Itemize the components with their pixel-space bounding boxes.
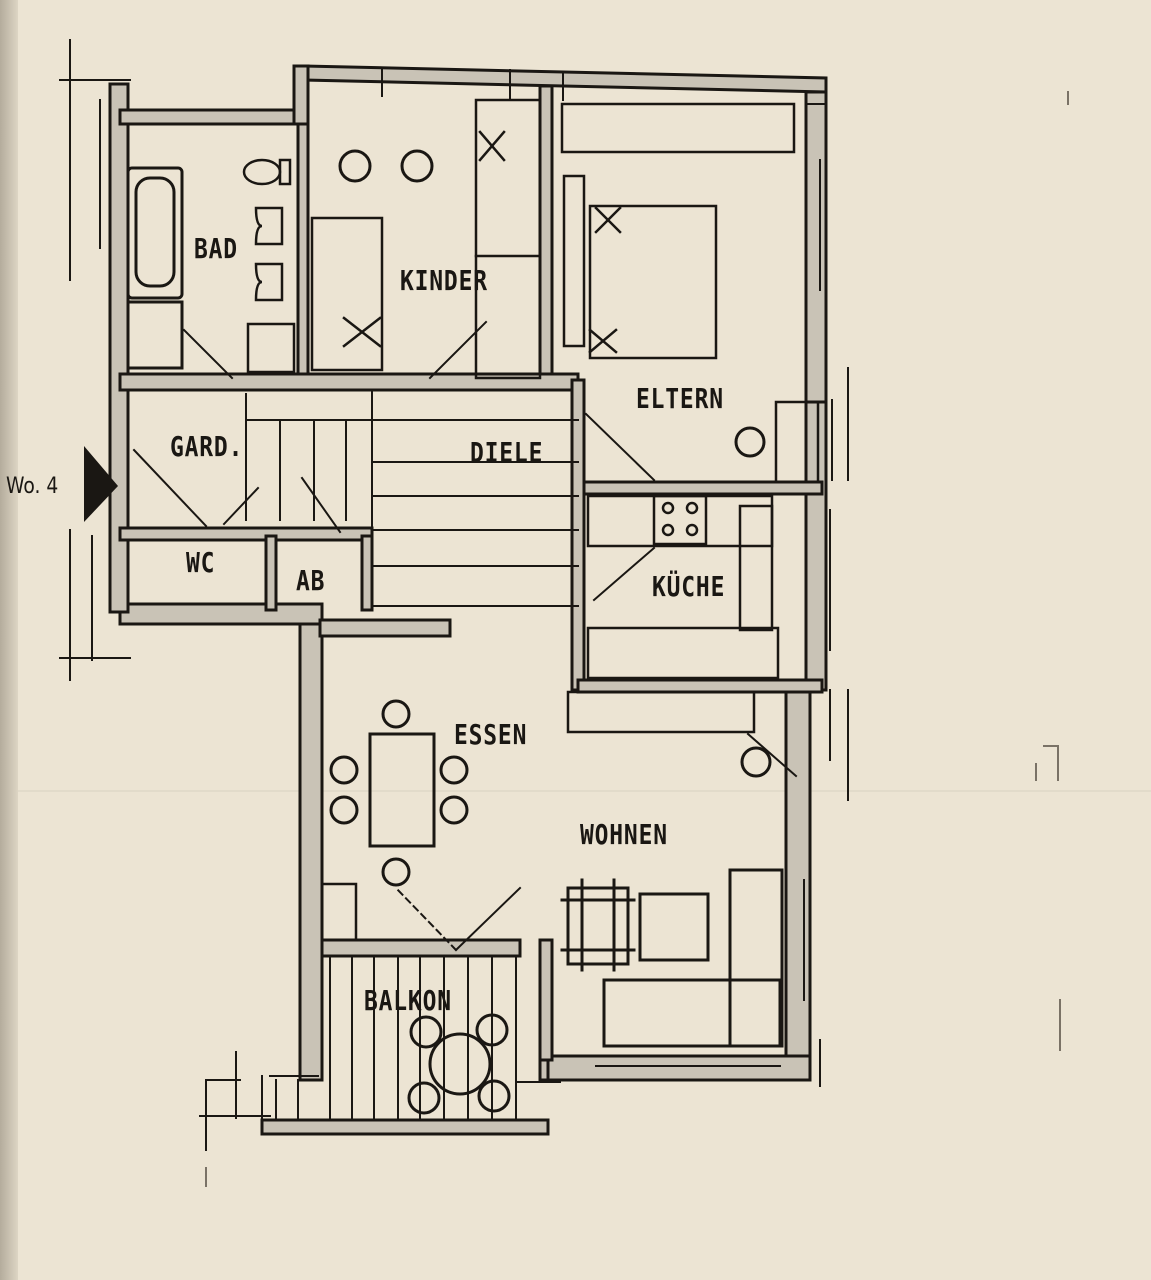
- wardrobe-icon: [560, 102, 796, 348]
- room-label-diele: DIELE: [470, 436, 544, 469]
- room-label-essen: ESSEN: [454, 718, 528, 751]
- chair-icon: [407, 1013, 511, 1115]
- stair-lines: [245, 389, 579, 611]
- sofa-icon: [602, 868, 784, 1048]
- room-label-balkon: BALKON: [364, 984, 452, 1017]
- cabinet-icon: [774, 400, 820, 484]
- room-label-gard: GARD.: [170, 430, 244, 463]
- paper-fold: [18, 790, 1151, 792]
- room-label-ab: AB: [296, 564, 326, 597]
- room-label-kueche: KÜCHE: [652, 570, 726, 603]
- door-swings: [132, 320, 798, 952]
- table-icon: [428, 1032, 492, 1096]
- pencil-marks: [205, 91, 1069, 1187]
- chair-icon: [338, 149, 434, 183]
- stove-icon: [652, 494, 708, 546]
- cabinet-icon: [320, 690, 756, 942]
- paper-edge: [0, 0, 18, 1280]
- interior-walls: [118, 84, 824, 1062]
- toilet-icon: [242, 158, 292, 186]
- wardrobe-icon: [474, 98, 542, 380]
- plant-icon: [740, 746, 772, 778]
- room-label-kinder: KINDER: [400, 264, 488, 297]
- cabinet-icon: [246, 322, 296, 374]
- entrance-arrow-icon: [84, 446, 118, 522]
- room-label-wc: WC: [186, 546, 216, 579]
- window-marks: [59, 39, 849, 1151]
- bathtub-icon: [126, 166, 184, 300]
- sink-icon: [254, 206, 284, 302]
- room-label-eltern: ELTERN: [636, 382, 724, 415]
- unit-label: Wo. 4: [6, 474, 59, 499]
- bed-icon: [310, 216, 384, 372]
- kitchen-counter-icon: [586, 494, 780, 680]
- table-icon: [368, 732, 436, 848]
- chair-icon: [329, 699, 469, 887]
- shower-tray-icon: [126, 300, 184, 370]
- plant-icon: [734, 426, 766, 458]
- room-label-wohnen: WOHNEN: [580, 818, 668, 851]
- coffee-table-icon: [638, 892, 710, 962]
- bed-icon: [588, 204, 718, 360]
- armchair-icon: [560, 878, 636, 972]
- room-label-bad: BAD: [194, 232, 238, 265]
